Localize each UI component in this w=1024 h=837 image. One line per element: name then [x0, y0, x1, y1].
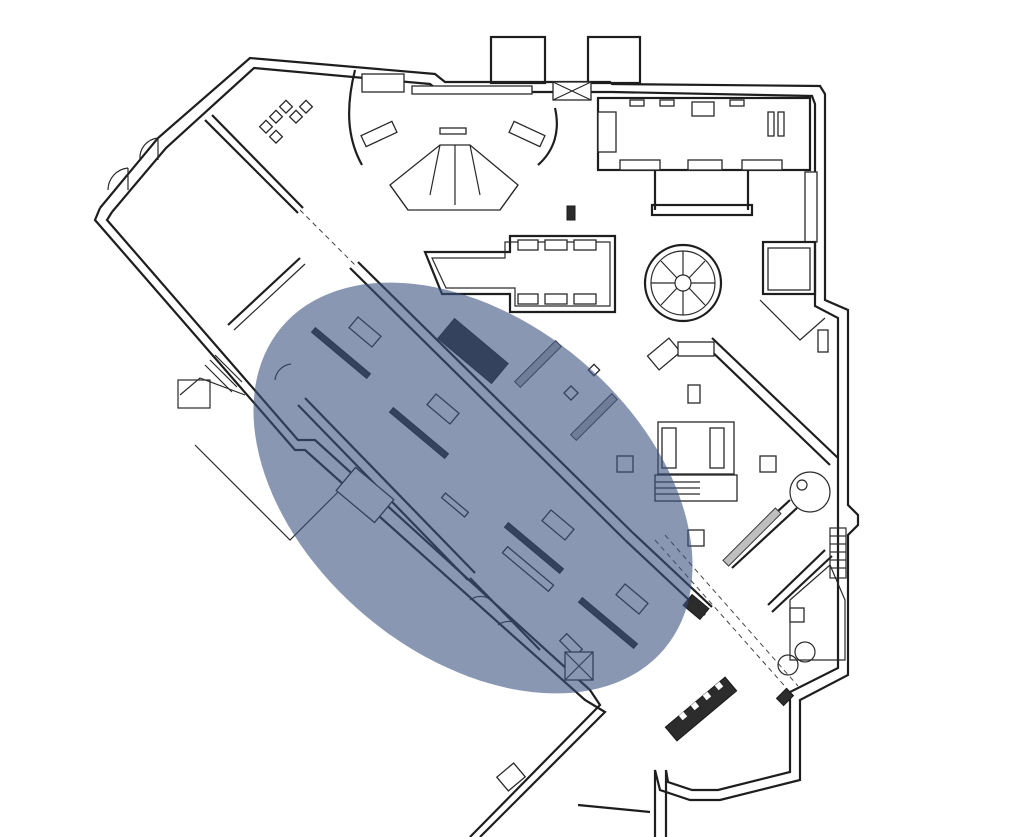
chair-cluster [258, 99, 314, 144]
spiral-staircase [643, 243, 723, 323]
top-right-rooms [552, 81, 829, 353]
reception-area [258, 69, 576, 221]
central-display-cases [423, 234, 617, 314]
highlighted-zone [253, 282, 693, 694]
